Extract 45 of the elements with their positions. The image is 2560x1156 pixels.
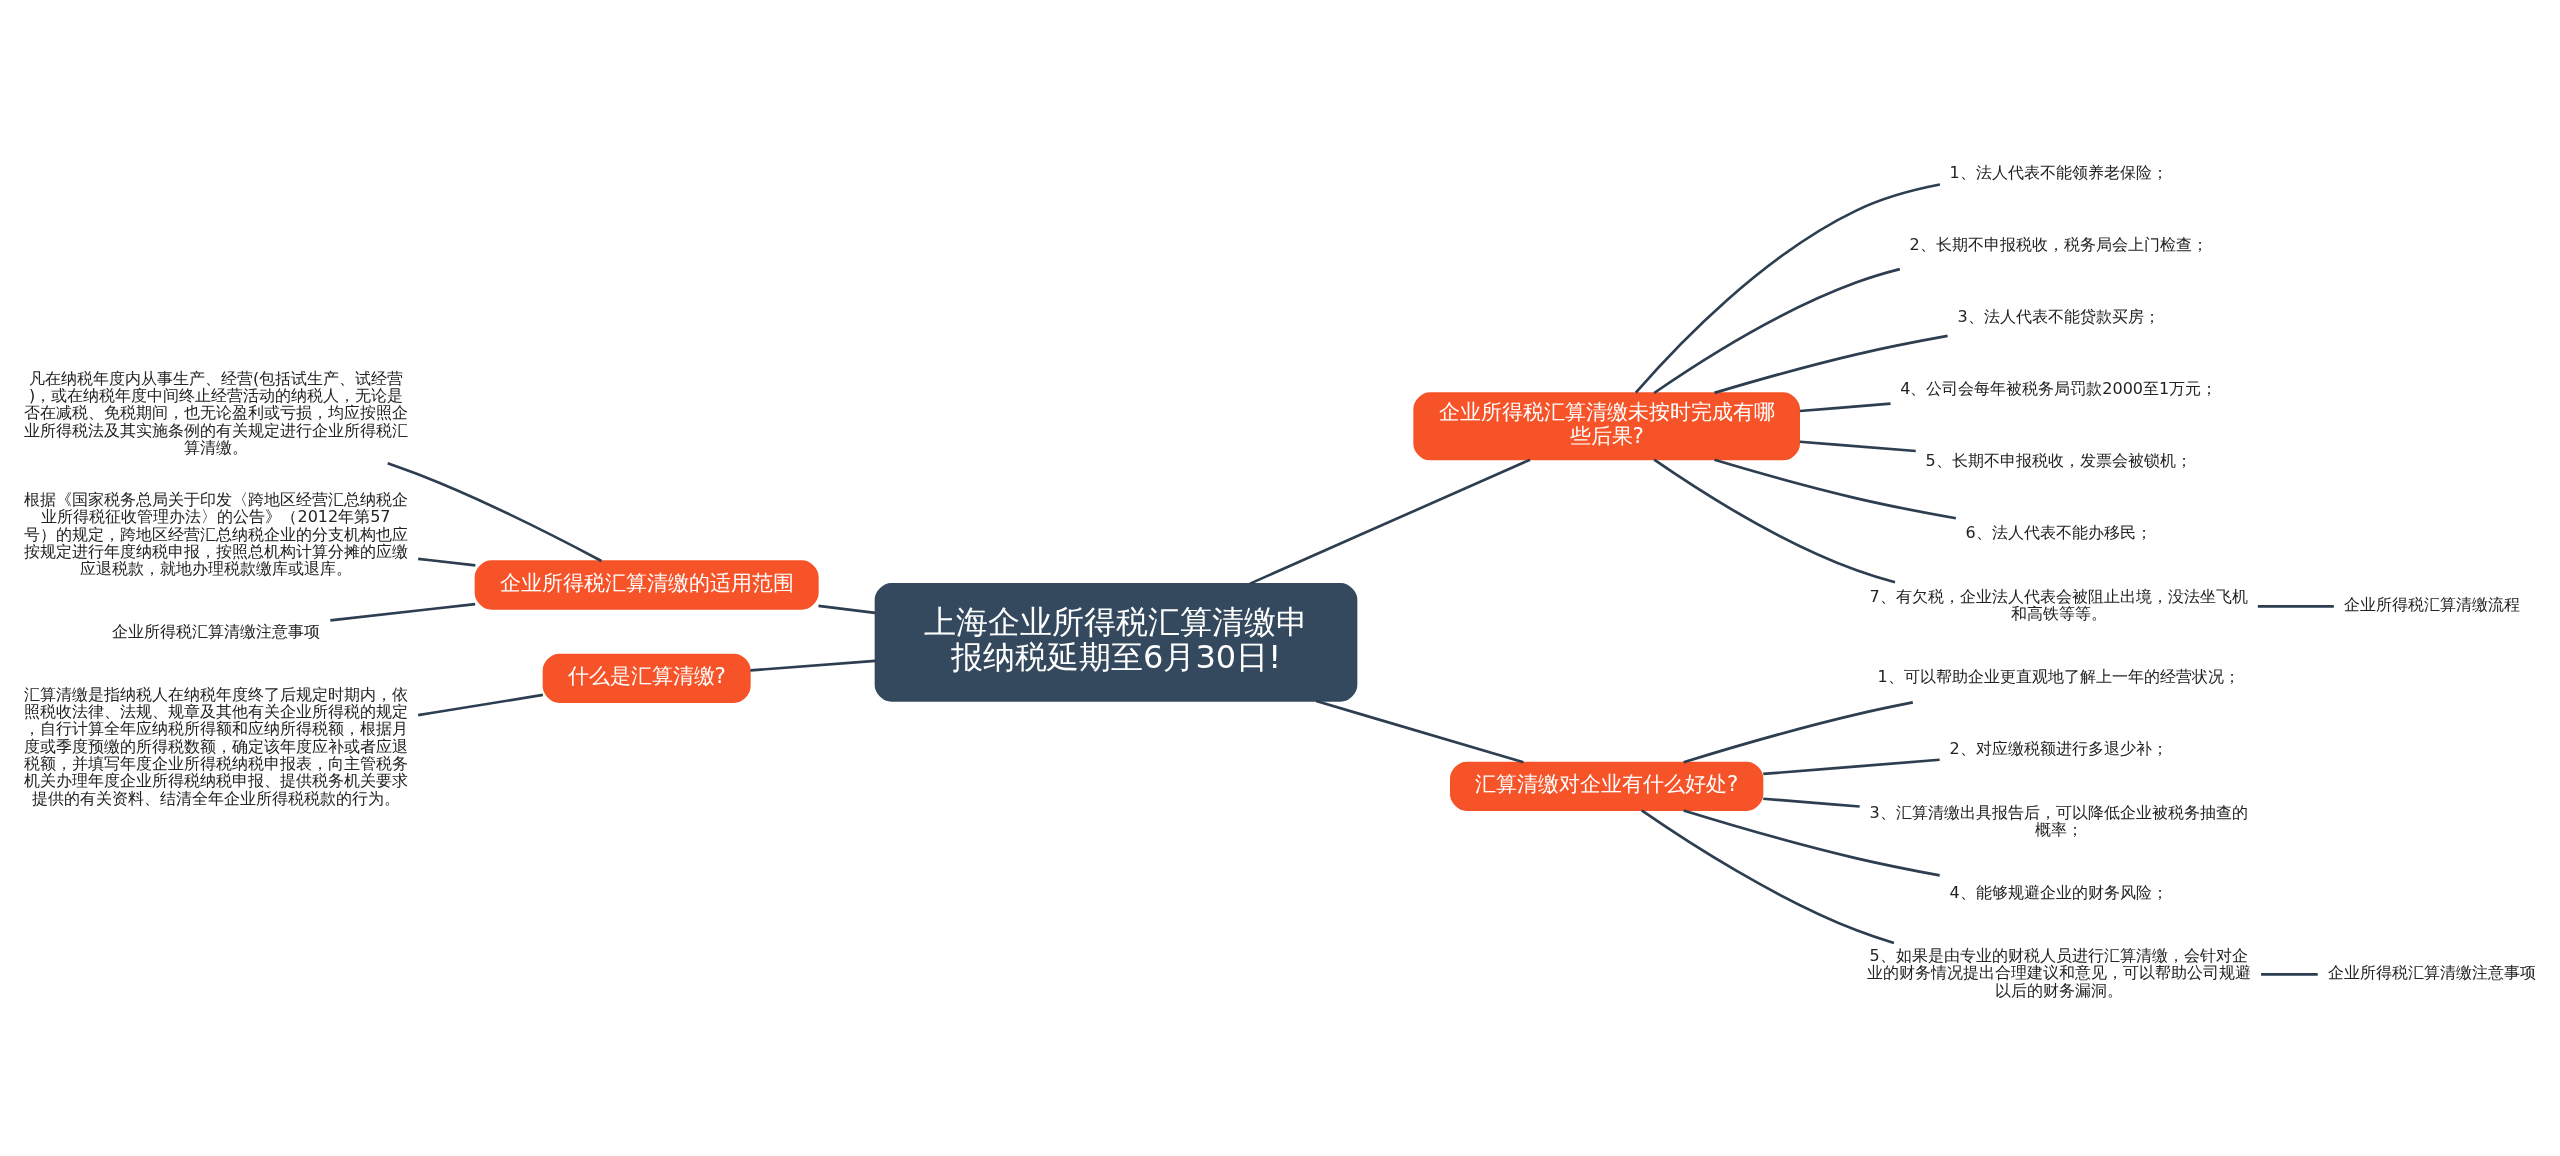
node-box: 什么是汇算清缴?: [542, 653, 751, 703]
connector: [1640, 809, 1895, 945]
node-text: 企业所得税汇算清缴流程: [2344, 595, 2520, 615]
node-text: 4、公司会每年被税务局罚款2000至1万元；: [1900, 379, 2218, 399]
node-box: 企业所得税汇算清缴的适用范围: [474, 560, 819, 610]
node-text: 3、汇算清缴出具报告后，可以降低企业被税务抽查的概率；: [1869, 802, 2248, 840]
node-text: 凡在纳税年度内从事生产、经营(包括试生产、试经营)，或在纳税年度中间终止经营活动的纳税人，无论是否在减税、免税期间，也无论盈利或亏损，均应按照企业所得税法及其实施条例的有关规定进行企业所得税汇算清缴。: [24, 368, 408, 458]
connector: [1653, 267, 1901, 395]
connector: [387, 461, 603, 563]
node-text: 企业所得税汇算清缴注意事项: [2328, 963, 2536, 983]
node-box: 上海企业所得税汇算清缴申报纳税延期至6月30日!: [874, 583, 1358, 702]
connector: [330, 602, 476, 622]
node-text: 5、长期不申报税收，发票会被锁机；: [1925, 451, 2192, 471]
node-text: 2、长期不申报税收，税务局会上门检查；: [1909, 235, 2208, 255]
connector: [1763, 758, 1940, 776]
connector: [2257, 605, 2334, 608]
node-text: 企业所得税汇算清缴注意事项: [112, 622, 320, 642]
node-text: 1、可以帮助企业更直观地了解上一年的经营状况；: [1877, 667, 2240, 687]
node-text: 3、法人代表不能贷款买房；: [1957, 307, 2160, 327]
node-text: 汇算清缴是指纳税人在纳税年度终了后规定时期内，依照税收法律、法规、规章及其他有关企业所得税的规定，自行计算全年应纳税所得额和应纳所得税额，根据月度或季度预缴的所得税数额，确定该年度应补或者应退税额，并填写年度企业所得税纳税申报表，向主管税务机关办理年度企业所得税纳税申报、提供税务机关要求提供的有关资料、结清全年企业所得税税款的行为。: [24, 684, 408, 808]
connector: [1683, 701, 1914, 764]
node-text: 7、有欠税，企业法人代表会被阻止出境，没法坐飞机和高铁等等。: [1869, 586, 2248, 624]
connector: [1683, 809, 1940, 877]
connector: [1799, 402, 1891, 413]
connector: [750, 659, 876, 672]
node-text: 5、如果是由专业的财税人员进行汇算清缴，会针对企业的财务情况提出合理建议和意见，可以帮助公司规避以后的财务漏洞。: [1866, 946, 2251, 1000]
connector: [1799, 440, 1916, 453]
node-text: 6、法人代表不能办移民；: [1965, 523, 2152, 543]
connector: [1634, 183, 1941, 394]
connector: [418, 557, 476, 567]
node-text: 根据《国家税务总局关于印发〈跨地区经营汇总纳税企业所得税征收管理办法〉的公告》（2012年第57号）的规定，跨地区经营汇总纳税企业的分支机构也应按规定进行年度纳税申报，按照总机构计算分摊的应缴应退税款，就地办理税款缴库或退库。: [24, 490, 408, 579]
connector: [1653, 458, 1896, 584]
connector: [1763, 797, 1860, 808]
connector: [2261, 973, 2318, 976]
connector: [1714, 458, 1957, 520]
node-box: 汇算清缴对企业有什么好处?: [1450, 761, 1764, 811]
connector: [818, 604, 876, 615]
connector: [1249, 458, 1531, 585]
connector: [1315, 699, 1524, 764]
node-text: 2、对应缴税额进行多退少补；: [1949, 739, 2168, 759]
connector: [417, 693, 544, 717]
node-box: 企业所得税汇算清缴未按时完成有哪些后果?: [1413, 392, 1800, 461]
node-text: 1、法人代表不能领养老保险；: [1949, 163, 2168, 183]
node-text: 4、能够规避企业的财务风险；: [1949, 883, 2168, 903]
connector: [1714, 334, 1948, 395]
